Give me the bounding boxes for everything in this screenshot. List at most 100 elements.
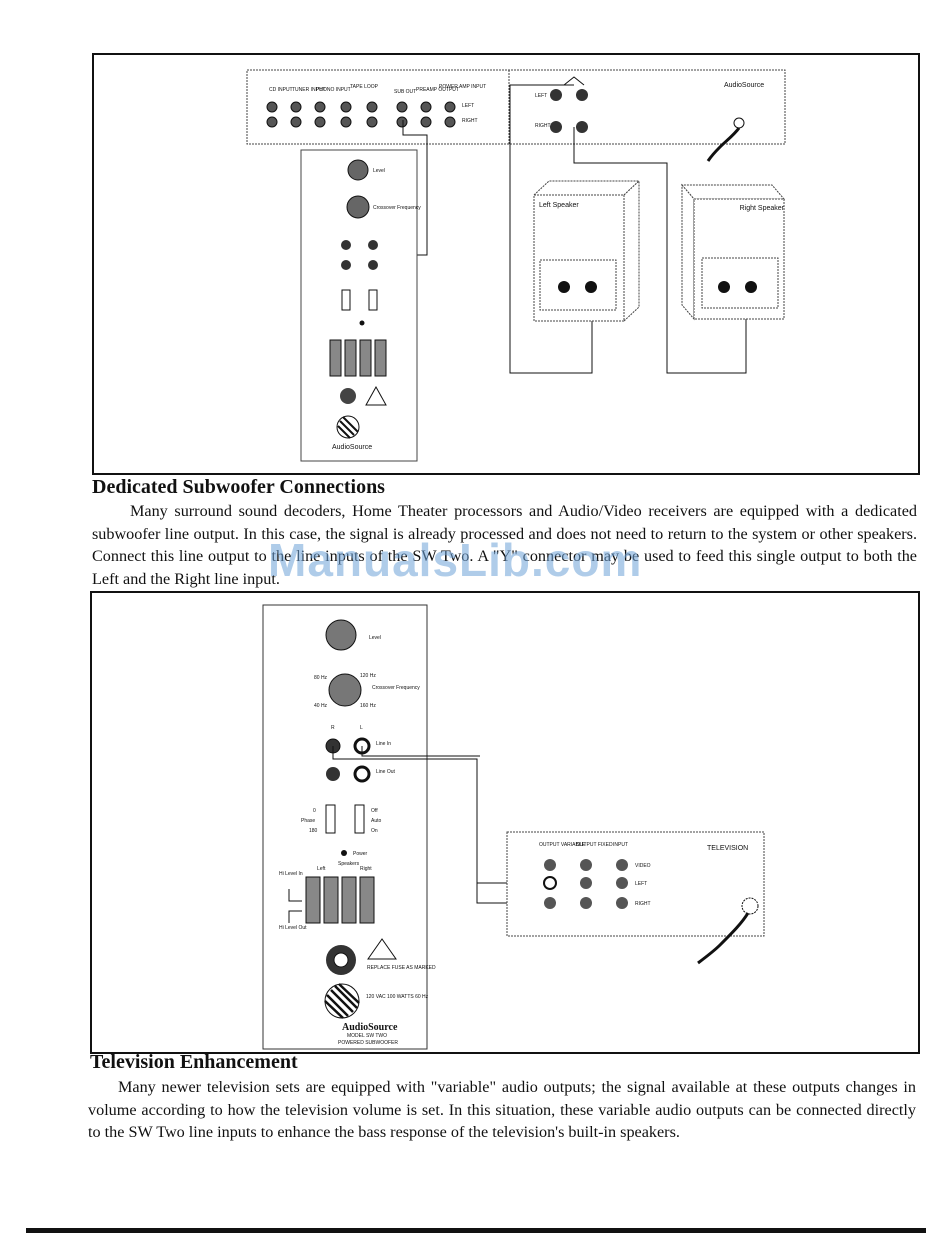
tv-power-cord — [697, 912, 750, 965]
svg-text:Phase: Phase — [301, 818, 315, 824]
power-cord — [706, 127, 741, 162]
svg-text:OUTPUT VARIABLE: OUTPUT VARIABLE — [539, 842, 586, 848]
svg-text:VIDEO: VIDEO — [635, 863, 651, 869]
line-out-right-jack — [326, 767, 340, 781]
label-television: TELEVISION — [707, 845, 748, 852]
label-crossover-frequency: Crossover Frequency — [372, 685, 420, 691]
svg-text:INPUT: INPUT — [613, 842, 628, 848]
power-led — [341, 850, 347, 856]
label-level: Level — [369, 635, 381, 641]
receiver-speaker-terminal — [576, 89, 588, 101]
receiver-jack — [314, 101, 326, 113]
watermark: ManualsLib.com — [268, 534, 643, 586]
label-tuner-input: TUNER INPUT — [292, 87, 326, 93]
figure-subwoofer-connection-diagram: AudioSource CD INPUT TUNER INPUT PHONO I… — [92, 53, 920, 475]
receiver-jack — [444, 116, 456, 128]
receiver-jack — [420, 116, 432, 128]
label-terminal-right: RIGHT — [535, 123, 551, 129]
svg-text:AudioSource: AudioSource — [332, 444, 372, 451]
warning-triangle-icon — [367, 938, 397, 960]
speaker-terminal-2 — [323, 876, 339, 924]
svg-text:160 Hz: 160 Hz — [360, 703, 376, 709]
label-line-in: Line In — [376, 741, 391, 747]
receiver-jack — [340, 116, 352, 128]
receiver-speaker-terminal — [576, 121, 588, 133]
subwoofer-rear-panel-large — [262, 604, 428, 1050]
svg-text:Left: Left — [317, 866, 326, 872]
label-line-out: Line Out — [376, 769, 396, 775]
svg-text:Off: Off — [371, 808, 378, 814]
label-tape-loop: TAPE LOOP — [350, 84, 379, 90]
svg-text:Hi Level In: Hi Level In — [279, 871, 303, 877]
label-cd-input: CD INPUT — [269, 87, 293, 93]
television-rear-panel: TELEVISION OUTPUT VARIABLE OUTPUT FIXED … — [506, 831, 765, 965]
receiver-jack — [290, 101, 302, 113]
svg-text:Right: Right — [360, 866, 372, 872]
heading-television-enhancement: Television Enhancement — [90, 1051, 298, 1073]
svg-text:RIGHT: RIGHT — [635, 901, 651, 907]
speaker-terminal-1 — [305, 876, 321, 924]
phase-switch — [325, 804, 336, 834]
heading-dedicated-subwoofer: Dedicated Subwoofer Connections — [92, 476, 385, 498]
svg-text:80 Hz: 80 Hz — [314, 675, 328, 681]
svg-text:POWERED SUBWOOFER: POWERED SUBWOOFER — [338, 1040, 398, 1046]
label-power-amp-input: POWER AMP INPUT — [439, 84, 486, 90]
label-phono-input: PHONO INPUT — [316, 87, 351, 93]
subwoofer-brand: AudioSource — [342, 1022, 398, 1033]
label-sub-out: SUB OUT — [394, 89, 416, 95]
paragraph-dedicated-subwoofer: Many surround sound decoders, Home Theat… — [92, 502, 917, 588]
svg-text:Speakers: Speakers — [338, 861, 360, 867]
receiver-jack — [340, 101, 352, 113]
svg-text:MODEL SW TWO: MODEL SW TWO — [347, 1033, 387, 1039]
right-speaker: Right Speaker — [680, 183, 786, 321]
subwoofer-rear-panel: Level Crossover Frequency AudioSource — [300, 149, 421, 462]
svg-text:Hi Level Out: Hi Level Out — [279, 925, 307, 931]
receiver-speaker-terminal — [550, 89, 562, 101]
footer-rule — [26, 1228, 926, 1233]
svg-text:OUTPUT FIXED: OUTPUT FIXED — [576, 842, 613, 848]
label-row-left: LEFT — [462, 103, 474, 109]
svg-text:Auto: Auto — [371, 818, 382, 824]
figure-television-connection-diagram: Level 80 Hz 120 Hz 40 Hz 160 Hz Crossove… — [90, 591, 920, 1054]
svg-text:120 VAC 100 WATTS 60 Hz: 120 VAC 100 WATTS 60 Hz — [366, 994, 429, 1000]
label-row-right: RIGHT — [462, 118, 478, 124]
receiver-brand: AudioSource — [724, 82, 764, 89]
svg-text:Crossover Frequency: Crossover Frequency — [373, 205, 421, 211]
svg-text:40 Hz: 40 Hz — [314, 703, 328, 709]
right-speaker-label: Right Speaker — [740, 205, 785, 212]
paragraph-television-enhancement: Many newer television sets are equipped … — [88, 1078, 916, 1141]
left-speaker: Left Speaker — [532, 179, 641, 323]
receiver-speaker-terminal — [550, 121, 562, 133]
receiver-jack — [396, 116, 408, 128]
crossover-knob — [328, 673, 362, 707]
svg-text:REPLACE FUSE AS MARKED: REPLACE FUSE AS MARKED — [367, 965, 436, 971]
label-terminal-left: LEFT — [535, 93, 547, 99]
receiver-jack — [290, 116, 302, 128]
power-switch — [354, 804, 365, 834]
receiver-jack — [420, 101, 432, 113]
svg-text:LEFT: LEFT — [635, 881, 647, 887]
diagram-subwoofer-television: Level 80 Hz 120 Hz 40 Hz 160 Hz Crossove… — [262, 604, 765, 1050]
speaker-terminal-4 — [359, 876, 375, 924]
diagram-receiver-subwoofer-speakers: AudioSource CD INPUT TUNER INPUT PHONO I… — [246, 69, 786, 462]
svg-text:Power: Power — [353, 851, 368, 857]
line-out-left-jack — [353, 765, 371, 783]
receiver-jack — [366, 116, 378, 128]
left-speaker-label: Left Speaker — [539, 202, 579, 209]
receiver-back-panel — [246, 69, 786, 145]
wire-right-speaker — [573, 127, 747, 374]
receiver-jack — [444, 101, 456, 113]
svg-text:Level: Level — [373, 168, 385, 174]
receiver-jack — [366, 101, 378, 113]
receiver-jack — [266, 116, 278, 128]
wire-left-speaker — [509, 84, 593, 374]
svg-text:R: R — [331, 725, 335, 731]
speaker-terminal-3 — [341, 876, 357, 924]
receiver-jack — [396, 101, 408, 113]
receiver-jack — [314, 116, 326, 128]
svg-text:L: L — [360, 725, 363, 731]
svg-text:On: On — [371, 828, 378, 834]
svg-text:0: 0 — [313, 808, 316, 814]
label-preamp-output: PREAMP OUTPUT — [416, 87, 459, 93]
svg-text:180: 180 — [309, 828, 318, 834]
